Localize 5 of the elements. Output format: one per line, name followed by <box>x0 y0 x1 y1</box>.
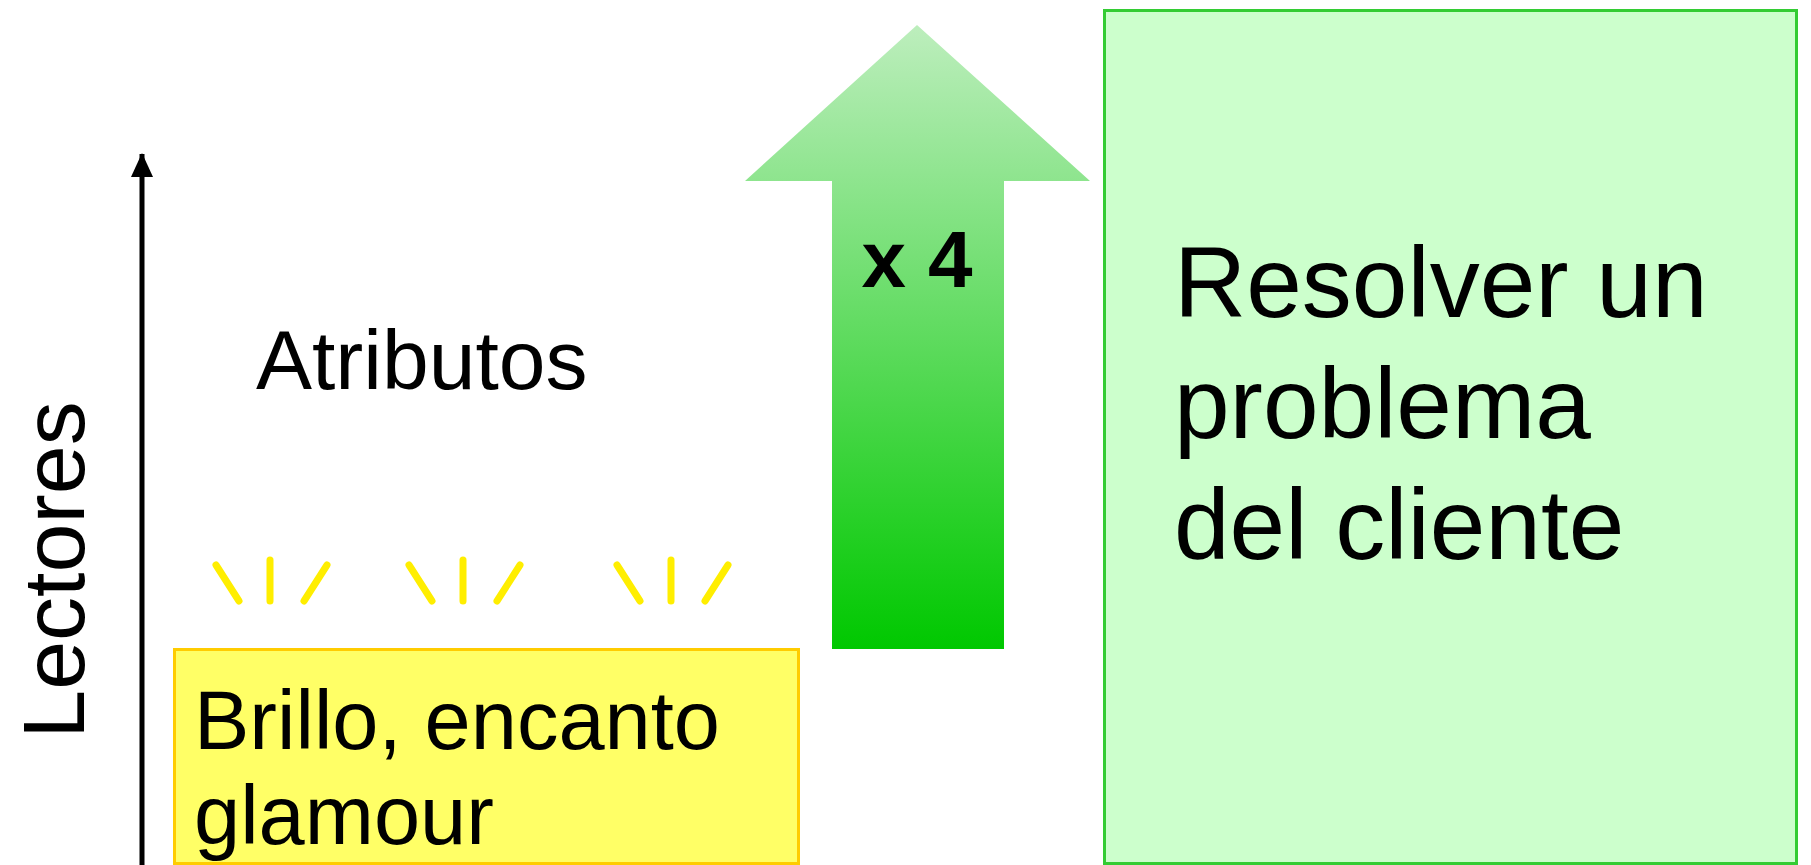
axis-label: Lectores <box>10 401 98 739</box>
multiplier-text: x 4 <box>861 220 973 300</box>
text-box: Resolver un problema del cliente <box>1103 9 1798 865</box>
text-box: Brillo, encanto glamour <box>173 648 800 865</box>
heading-text: Atributos <box>256 318 588 402</box>
